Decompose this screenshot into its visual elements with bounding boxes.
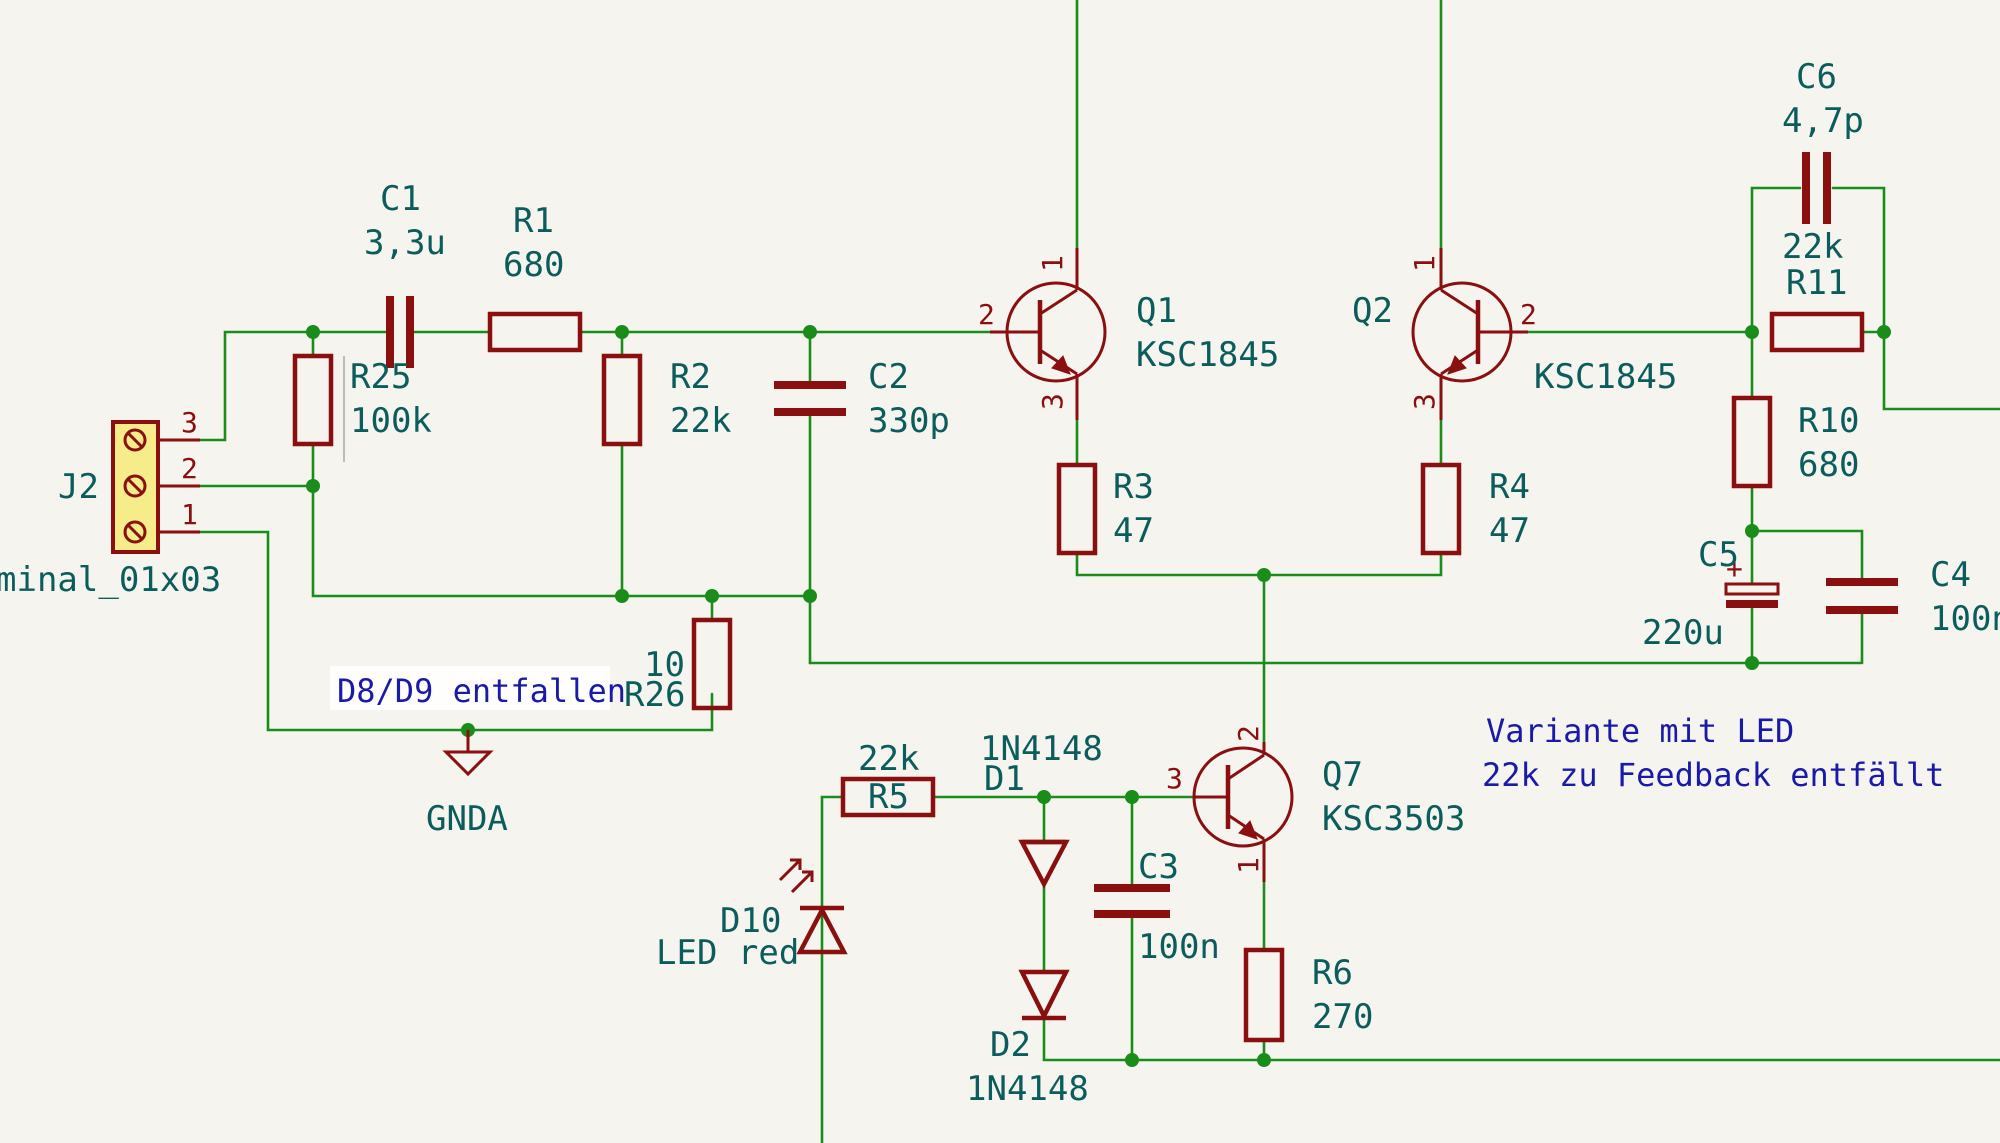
r26-ref: R26 bbox=[624, 675, 685, 715]
c2-ref: C2 bbox=[868, 357, 909, 397]
d10-ref: D10 bbox=[720, 901, 781, 941]
resistor-r6[interactable]: R6 270 bbox=[1243, 947, 1373, 1043]
note-d8d9-highlight bbox=[330, 666, 610, 710]
resistor-r11[interactable]: 22k R11 bbox=[1769, 227, 1865, 353]
q7-pin-3: 3 bbox=[1166, 762, 1183, 795]
j2-pin-3: 3 bbox=[181, 406, 198, 439]
r2-ref: R2 bbox=[670, 357, 711, 397]
q7-pin-2: 2 bbox=[1232, 725, 1265, 742]
r25-ref: R25 bbox=[350, 357, 411, 397]
r3-value: 47 bbox=[1113, 511, 1154, 551]
gnda-label: GNDA bbox=[426, 799, 508, 839]
q2-pin-2: 2 bbox=[1520, 298, 1537, 331]
j2-ref: J2 bbox=[58, 467, 99, 507]
capacitor-c3[interactable]: C3 100n bbox=[1094, 847, 1220, 967]
q1-value: KSC1845 bbox=[1136, 335, 1279, 375]
d1-value: 1N4148 bbox=[980, 729, 1103, 769]
resistor-r2[interactable]: R2 22k bbox=[601, 353, 731, 447]
j2-value: minal_01x03 bbox=[0, 560, 221, 600]
q1-pin-1: 1 bbox=[1036, 255, 1069, 272]
q2-value: KSC1845 bbox=[1534, 357, 1677, 397]
capacitor-c4[interactable]: C4 100n bbox=[1826, 555, 2000, 639]
c5-value: 220u bbox=[1642, 613, 1724, 653]
r10-ref: R10 bbox=[1798, 401, 1859, 441]
c1-value: 3,3u bbox=[364, 223, 446, 263]
r6-value: 270 bbox=[1312, 997, 1373, 1037]
capacitor-c5[interactable]: + C5 220u bbox=[1642, 535, 1780, 653]
transistor-q2[interactable]: 2 1 3 Q2 KSC1845 bbox=[1352, 248, 1677, 420]
resistor-r4[interactable]: R4 47 bbox=[1420, 462, 1530, 556]
r26-value: 10 bbox=[644, 645, 685, 685]
resistor-r25[interactable]: R25 100k bbox=[292, 353, 432, 462]
resistor-r10[interactable]: R10 680 bbox=[1731, 395, 1859, 489]
q1-ref: Q1 bbox=[1136, 291, 1177, 331]
c2-value: 330p bbox=[868, 401, 950, 441]
c3-ref: C3 bbox=[1138, 847, 1179, 887]
j2-pin-2: 2 bbox=[181, 452, 198, 485]
resistor-r1[interactable]: R1 680 bbox=[487, 201, 583, 353]
r5-ref: R5 bbox=[868, 777, 909, 817]
resistor-r5[interactable]: 22k R5 bbox=[840, 739, 936, 818]
capacitor-c6[interactable]: C6 4,7p bbox=[1782, 57, 1864, 224]
c6-value: 4,7p bbox=[1782, 101, 1864, 141]
transistor-q1[interactable]: 2 1 3 Q1 KSC1845 bbox=[978, 248, 1279, 420]
r25-value: 100k bbox=[350, 401, 432, 441]
r1-ref: R1 bbox=[513, 201, 554, 241]
capacitor-c2[interactable]: C2 330p bbox=[774, 357, 950, 441]
resistor-r3[interactable]: R3 47 bbox=[1056, 462, 1154, 556]
c5-polarity-icon: + bbox=[1726, 552, 1743, 585]
c4-value: 100n bbox=[1930, 599, 2000, 639]
q2-ref: Q2 bbox=[1352, 291, 1393, 331]
c4-ref: C4 bbox=[1930, 555, 1971, 595]
r10-value: 680 bbox=[1798, 445, 1859, 485]
d10-value: LED red bbox=[656, 933, 799, 973]
resistor-r26[interactable]: 10 R26 bbox=[624, 617, 733, 715]
q7-ref: Q7 bbox=[1322, 755, 1363, 795]
q1-pin-2: 2 bbox=[978, 298, 995, 331]
q2-pin-1: 1 bbox=[1408, 255, 1441, 272]
d1-ref: D1 bbox=[984, 759, 1025, 799]
r3-ref: R3 bbox=[1113, 467, 1154, 507]
d2-ref: D2 bbox=[990, 1025, 1031, 1065]
connector-j2[interactable]: 3 2 1 J2 minal_01x03 bbox=[0, 406, 221, 600]
q1-pin-3: 3 bbox=[1036, 393, 1069, 410]
c1-ref: C1 bbox=[380, 179, 421, 219]
j2-pin-1: 1 bbox=[181, 498, 198, 531]
q7-pin-1: 1 bbox=[1232, 857, 1265, 874]
r2-value: 22k bbox=[670, 401, 731, 441]
c6-ref: C6 bbox=[1796, 57, 1837, 97]
q2-pin-3: 3 bbox=[1408, 393, 1441, 410]
r11-value: 22k bbox=[1782, 227, 1843, 267]
transistor-q7[interactable]: 3 2 1 Q7 KSC3503 bbox=[1166, 725, 1465, 882]
r5-value: 22k bbox=[858, 739, 919, 779]
c5-ref: C5 bbox=[1698, 535, 1739, 575]
r4-value: 47 bbox=[1489, 511, 1530, 551]
capacitor-c1[interactable]: C1 3,3u bbox=[364, 179, 446, 368]
diode-d2[interactable]: D2 1N4148 bbox=[966, 969, 1089, 1109]
r1-value: 680 bbox=[503, 245, 564, 285]
diode-d1[interactable]: 1N4148 D1 bbox=[980, 729, 1103, 889]
r11-ref: R11 bbox=[1786, 263, 1847, 303]
d2-value: 1N4148 bbox=[966, 1069, 1089, 1109]
led-d10[interactable]: D10 LED red bbox=[656, 858, 848, 973]
note-variante-line1: Variante mit LED bbox=[1486, 712, 1794, 750]
c3-value: 100n bbox=[1138, 927, 1220, 967]
gnda-symbol[interactable]: GNDA bbox=[426, 730, 508, 839]
r6-ref: R6 bbox=[1312, 953, 1353, 993]
note-variante-line2: 22k zu Feedback entfällt bbox=[1482, 756, 1944, 794]
q7-value: KSC3503 bbox=[1322, 799, 1465, 839]
r4-ref: R4 bbox=[1489, 467, 1530, 507]
note-d8-d9-removed: D8/D9 entfallen bbox=[337, 672, 626, 710]
